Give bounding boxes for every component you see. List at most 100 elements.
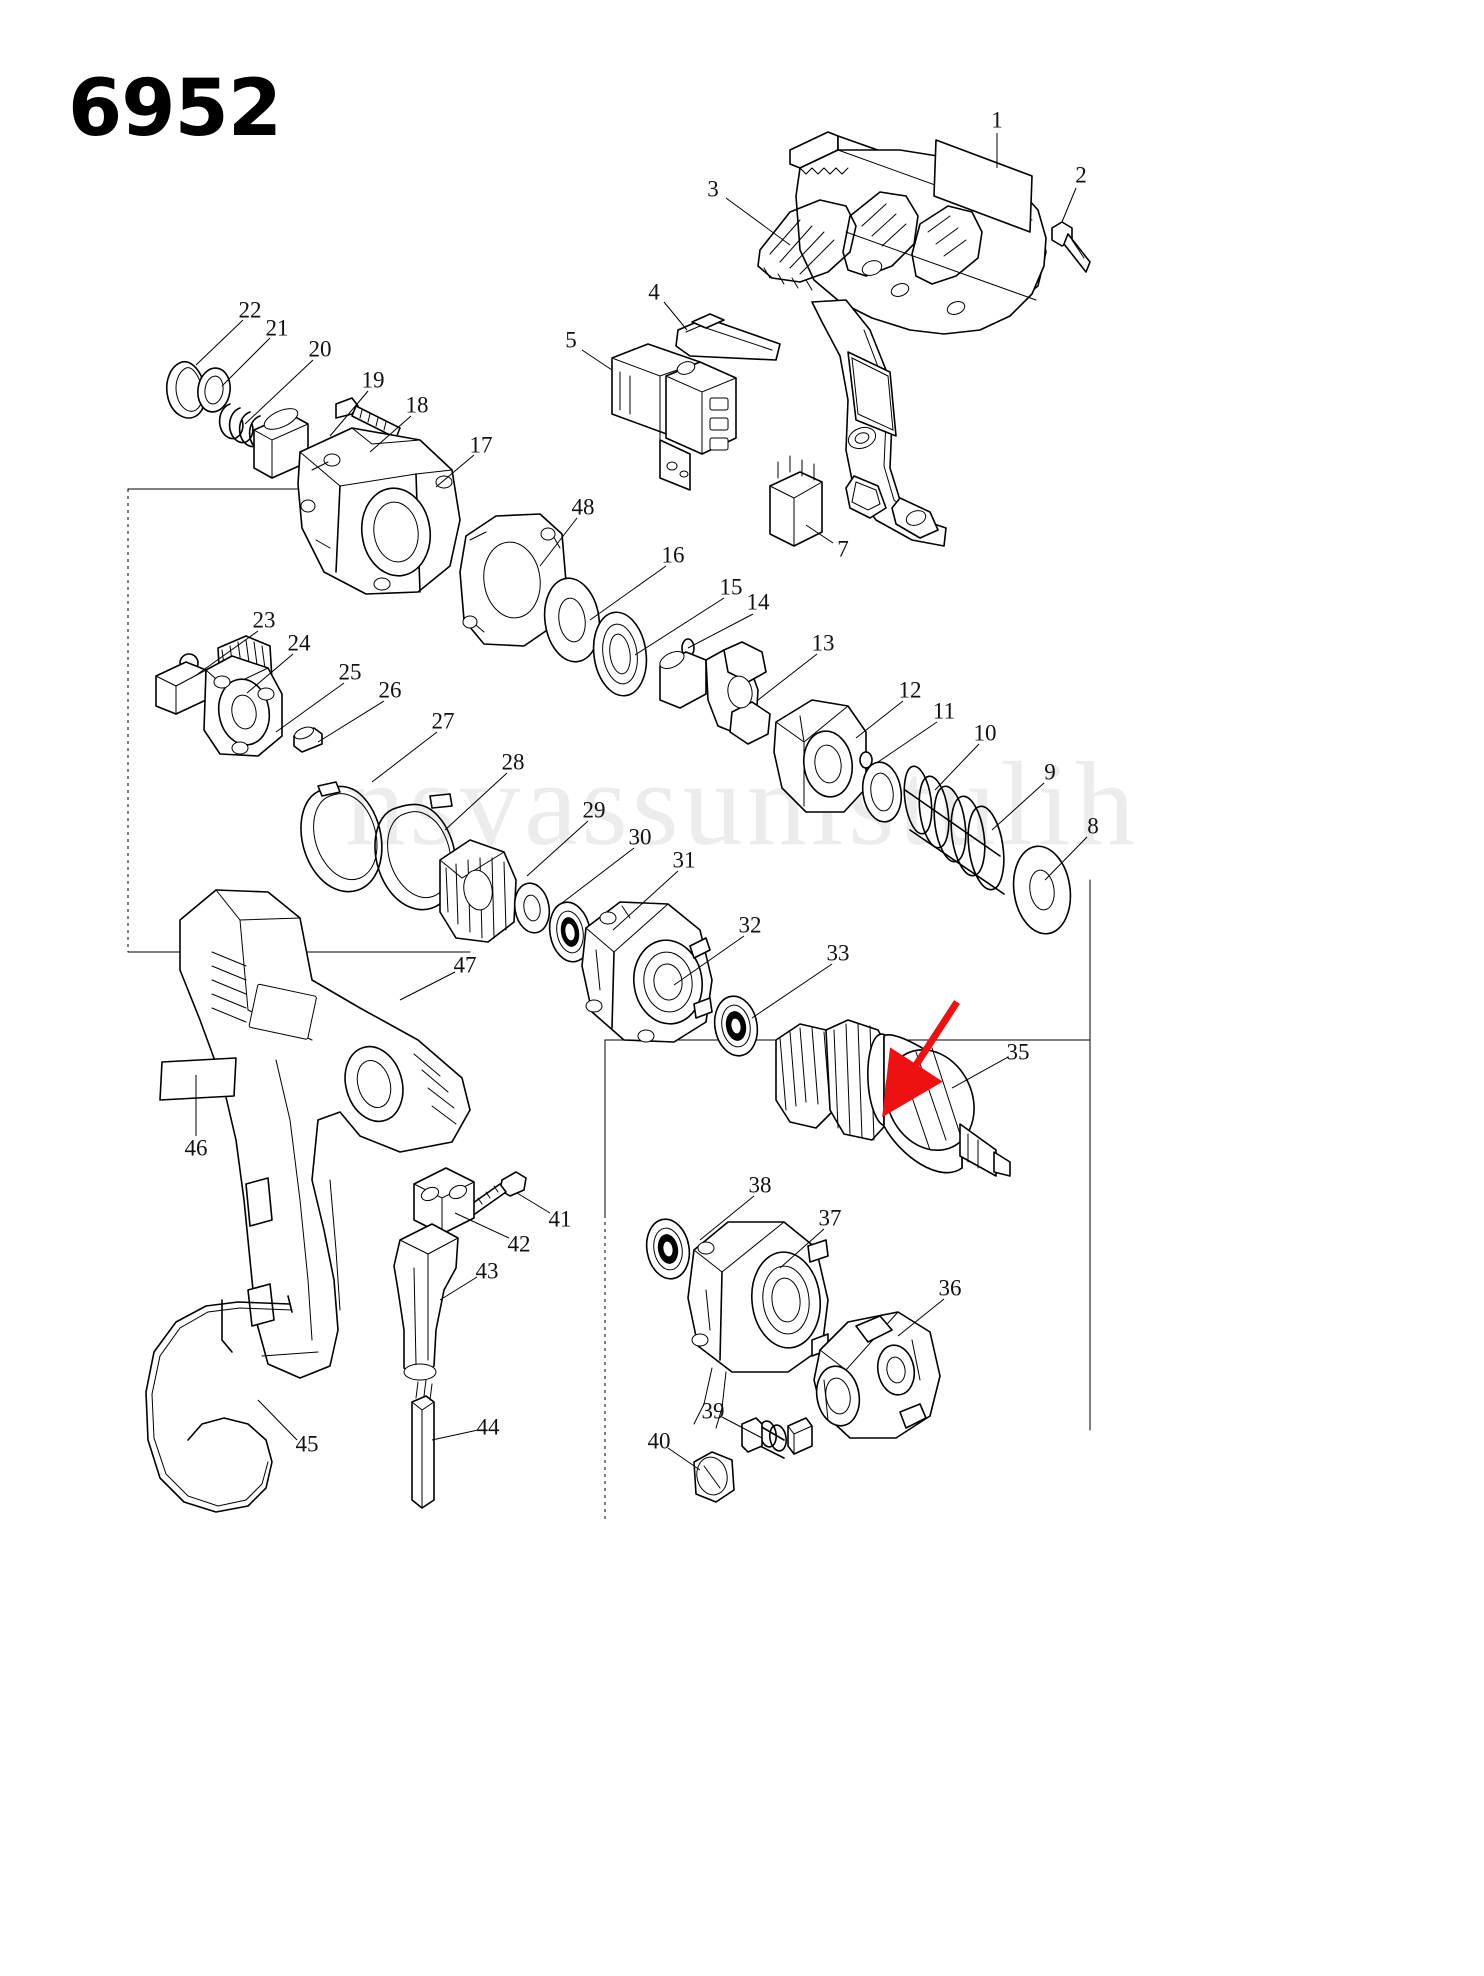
leader-line-41: [516, 1192, 551, 1214]
leader-line-45: [257, 1399, 298, 1441]
part-15-ball-bearing: [592, 611, 648, 697]
leader-line-37: [779, 1228, 825, 1269]
part-16-flat-washer: [543, 577, 601, 663]
callout-number-4: 4: [648, 279, 660, 305]
callout-number-20: 20: [308, 336, 332, 362]
callout-number-45: 45: [295, 1431, 319, 1457]
part-40-brush-holder-cap: [693, 1451, 735, 1503]
callout-number-18: 18: [405, 392, 429, 418]
callout-number-16: 16: [661, 542, 685, 568]
part-39-carbon-brush-spring: [741, 1417, 813, 1459]
leader-line-31: [612, 870, 679, 931]
callout-number-44: 44: [476, 1414, 500, 1440]
leader-line-35: [951, 1056, 1009, 1089]
leader-line-17: [435, 454, 475, 488]
callout-number-24: 24: [287, 630, 311, 656]
leader-line-19: [329, 390, 369, 437]
part-10-washer: [861, 761, 903, 823]
part-47-housing-assembly: [179, 889, 471, 1379]
leader-line-18: [369, 415, 412, 453]
part-25-spindle-assembly: [155, 655, 283, 757]
leader-line-26: [317, 700, 385, 743]
callout-number-14: 14: [746, 589, 770, 615]
part-5-switch: [611, 343, 737, 491]
leader-line-44: [431, 1429, 479, 1441]
callout-number-35: 35: [1006, 1039, 1030, 1065]
leader-line-14: [687, 613, 754, 649]
part-19-sleeve: [253, 408, 309, 479]
callout-number-11: 11: [932, 698, 956, 724]
part-11-steel-ball: [859, 751, 873, 769]
part-2-tapping-screw: [1051, 221, 1091, 273]
leader-line-33: [751, 963, 833, 1019]
callout-number-48: 48: [571, 494, 595, 520]
callout-number-13: 13: [811, 630, 835, 656]
leader-line-7: [805, 524, 834, 544]
callout-number-19: 19: [361, 367, 385, 393]
part-45-wire-hook: [145, 1295, 293, 1513]
leader-line-11: [877, 721, 938, 763]
callout-leader-lines: [194, 133, 1088, 1471]
leader-line-43: [439, 1276, 478, 1301]
leader-line-25: [275, 682, 345, 733]
part-13-spindle: [659, 641, 771, 745]
callout-number-26: 26: [378, 677, 402, 703]
callout-number-38: 38: [748, 1172, 772, 1198]
part-36-brush-holder: [813, 1311, 941, 1439]
callout-number-28: 28: [501, 749, 525, 775]
leader-line-10: [934, 743, 980, 791]
callout-number-33: 33: [826, 940, 850, 966]
callout-number-39: 39: [701, 1398, 725, 1424]
part-1-nameplate: [933, 139, 1033, 233]
leader-line-40: [667, 1447, 701, 1471]
callout-number-42: 42: [507, 1231, 531, 1257]
leader-line-22: [195, 319, 244, 366]
model-number-title: 6952: [68, 64, 282, 154]
part-4-switch-cover: [675, 313, 781, 361]
leader-line-28: [444, 772, 508, 831]
leader-line-32: [673, 935, 745, 986]
part-33-ball-bearing: [713, 995, 759, 1057]
leader-line-38: [699, 1195, 755, 1241]
callout-number-15: 15: [719, 574, 743, 600]
leader-line-15: [634, 597, 725, 656]
part-17-gear-housing: [297, 427, 461, 595]
leader-line-39: [721, 1416, 763, 1439]
part-8-flat-washer: [1012, 845, 1072, 935]
red-annotation-arrow: [882, 1000, 960, 1118]
callout-number-47: 47: [453, 952, 477, 978]
part-38-ball-bearing: [645, 1218, 691, 1280]
part-37-field: [687, 1221, 829, 1429]
callout-number-10: 10: [973, 720, 997, 746]
leader-line-2: [1061, 187, 1077, 223]
callout-number-5: 5: [565, 327, 577, 353]
callout-number-46: 46: [184, 1135, 208, 1161]
callout-number-37: 37: [818, 1205, 842, 1231]
callout-number-40: 40: [647, 1428, 671, 1454]
part-43-side-handle: [393, 1223, 459, 1381]
leader-line-30: [561, 847, 635, 904]
callout-number-8: 8: [1087, 813, 1099, 839]
callout-number-12: 12: [898, 677, 922, 703]
callout-number-32: 32: [738, 912, 762, 938]
callout-number-23: 23: [252, 607, 276, 633]
callout-number-30: 30: [628, 824, 652, 850]
callout-number-17: 17: [469, 432, 493, 458]
leader-line-23: [194, 630, 259, 677]
part-21-flat-washer: [197, 367, 231, 413]
part-26-pin: [293, 726, 323, 753]
part-29-clutch-nut: [439, 839, 517, 943]
part-35-armature: [775, 1019, 1011, 1177]
callout-number-2: 2: [1075, 162, 1087, 188]
callout-number-29: 29: [582, 797, 606, 823]
leader-line-48: [539, 517, 578, 567]
leader-line-21: [221, 337, 271, 387]
part-12-hammer: [773, 699, 867, 813]
part-41-screw: [465, 1171, 527, 1217]
callout-number-1: 1: [991, 107, 1003, 133]
leader-line-3: [725, 197, 791, 246]
leader-line-8: [1044, 836, 1088, 881]
leader-line-13: [757, 653, 818, 701]
